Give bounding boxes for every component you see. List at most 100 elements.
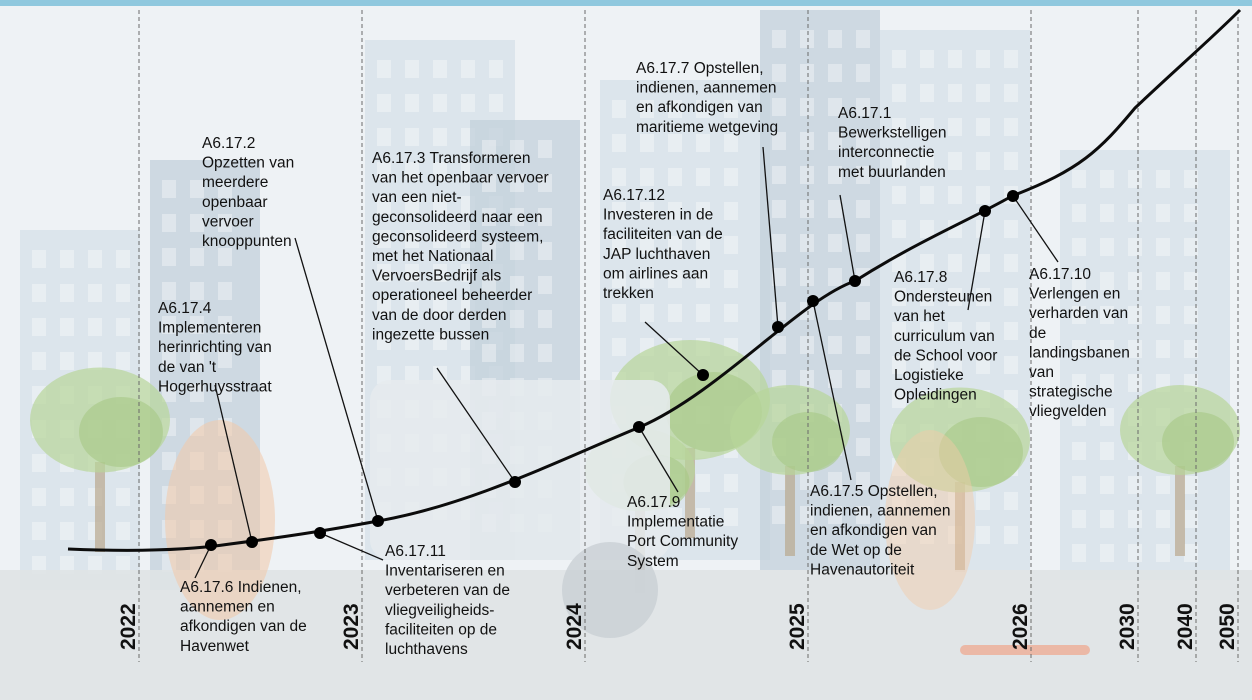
building-window: [162, 316, 176, 334]
milestone-label-line: de van 't: [158, 359, 217, 376]
building-window: [724, 202, 738, 220]
building-window: [190, 180, 204, 198]
building-window: [976, 50, 990, 68]
building-window: [1100, 544, 1114, 562]
building-window: [800, 506, 814, 524]
building-window: [218, 282, 232, 300]
milestone-dot-a6-17-7: [772, 321, 784, 333]
building-window: [1128, 510, 1142, 528]
building-window: [892, 186, 906, 204]
milestone-label-line: verharden van: [1029, 305, 1128, 322]
building-window: [668, 508, 682, 526]
building-window: [433, 94, 447, 112]
building-window: [724, 304, 738, 322]
building-window: [920, 118, 934, 136]
leader-line-a6-17-4: [214, 384, 253, 543]
building-window: [640, 304, 654, 322]
leader-line-a6-17-10: [1012, 195, 1059, 263]
building-window: [800, 472, 814, 490]
building-window: [724, 100, 738, 118]
milestone-label-line: VervoersBedrijf als: [372, 268, 501, 285]
building-window: [162, 180, 176, 198]
milestone-dot-a6-17-4: [246, 536, 258, 548]
milestone-label-line: om airlines aan: [603, 265, 708, 282]
milestone-label-line: A6.17.3 Transformeren: [372, 150, 531, 167]
building-window: [433, 264, 447, 282]
building-window: [162, 384, 176, 402]
building-window: [856, 132, 870, 150]
building-window: [612, 236, 626, 254]
building-window: [433, 128, 447, 146]
building-window: [612, 168, 626, 186]
leader-line-a6-17-2: [294, 237, 379, 522]
vehicle-wheel: [562, 542, 658, 638]
building-window: [668, 100, 682, 118]
milestone-label-line: A6.17.11: [385, 543, 446, 560]
building-window: [724, 474, 738, 492]
milestone-label-line: A6.17.9: [627, 494, 680, 511]
building-window: [510, 310, 524, 328]
milestone-label-line: de Wet op de: [810, 542, 902, 559]
building-window: [612, 100, 626, 118]
building-window: [828, 30, 842, 48]
building-window: [510, 140, 524, 158]
building-window: [1072, 306, 1086, 324]
year-label-2022: 2022: [117, 603, 140, 650]
building-window: [976, 118, 990, 136]
building-window: [1100, 238, 1114, 256]
building-window: [162, 452, 176, 470]
building-window: [1072, 442, 1086, 460]
building-window: [976, 492, 990, 510]
leader-line-a6-17-7: [762, 146, 779, 328]
milestone-label-line: Inventariseren en: [385, 563, 505, 580]
building-window: [1072, 510, 1086, 528]
leader-line-a6-17-1: [839, 194, 856, 282]
building-shape: [1060, 150, 1230, 580]
building-window: [1100, 272, 1114, 290]
building-window: [1128, 272, 1142, 290]
building-window: [1184, 170, 1198, 188]
building-window: [538, 140, 552, 158]
milestone-label-line: Investeren in de: [603, 207, 713, 224]
milestone-dot-a6-17-12: [697, 369, 709, 381]
building-window: [920, 220, 934, 238]
building-window: [772, 30, 786, 48]
building-window: [1100, 374, 1114, 392]
building-window: [772, 472, 786, 490]
person-figure: [885, 430, 975, 610]
building-window: [800, 234, 814, 252]
building-window: [892, 526, 906, 544]
building-window: [696, 474, 710, 492]
building-window: [482, 174, 496, 192]
building-window: [800, 98, 814, 116]
building-window: [1100, 442, 1114, 460]
building-window: [1004, 254, 1018, 272]
building-window: [190, 350, 204, 368]
building-window: [1156, 306, 1170, 324]
building-window: [1128, 476, 1142, 494]
building-window: [828, 472, 842, 490]
building-window: [724, 134, 738, 152]
milestone-dot-a6-17-5: [807, 295, 819, 307]
building-window: [668, 270, 682, 288]
building-window: [976, 356, 990, 374]
building-window: [892, 492, 906, 510]
building-window: [1100, 204, 1114, 222]
building-window: [892, 50, 906, 68]
building-window: [948, 118, 962, 136]
building-window: [724, 270, 738, 288]
building-window: [88, 250, 102, 268]
milestone-label-line: A6.17.5 Opstellen,: [810, 483, 938, 500]
milestone-label-line: geconsolideerd naar een: [372, 209, 543, 226]
building-window: [1128, 340, 1142, 358]
building-window: [405, 128, 419, 146]
milestone-label-line: Opzetten van: [202, 155, 294, 172]
milestone-label-line: operationeel beheerder: [372, 287, 532, 304]
building-window: [920, 288, 934, 306]
tree-canopy: [1162, 412, 1234, 472]
building-window: [920, 356, 934, 374]
